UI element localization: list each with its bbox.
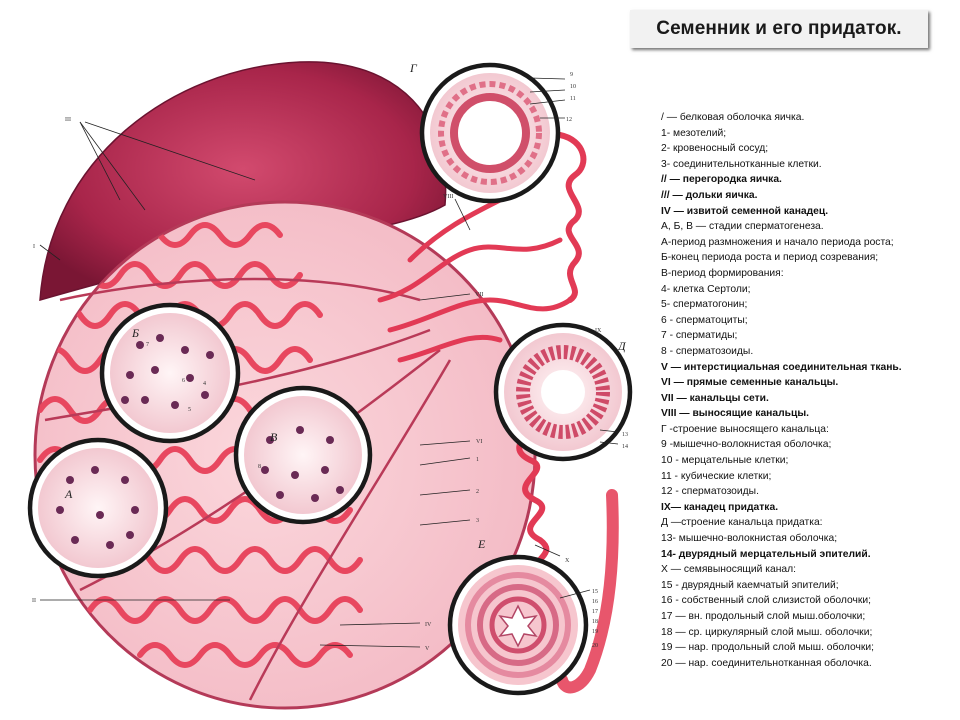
legend-item: 17 — вн. продольный слой мыш.оболочки; bbox=[661, 611, 866, 622]
legend-item: 1- мезотелий; bbox=[661, 127, 727, 139]
label-3: 3 bbox=[476, 518, 479, 524]
legend-item: /// — дольки яичка. bbox=[661, 189, 758, 201]
legend-item: 18 — ср. циркулярный слой мыш. оболочки; bbox=[661, 626, 873, 638]
vas-deferens bbox=[556, 489, 619, 694]
circle-a-reproduction bbox=[27, 437, 169, 579]
circle-g-efferent-duct bbox=[419, 62, 561, 204]
legend-item: // — перегородка яичка. bbox=[661, 174, 782, 186]
label-5: 5 bbox=[188, 407, 191, 413]
label-10: 10 bbox=[570, 84, 576, 90]
label-8: 8 bbox=[258, 464, 261, 470]
label-4: 4 bbox=[203, 381, 206, 387]
legend-item: VIII — выносящие канальцы. bbox=[661, 408, 809, 420]
legend-item: 15 - двурядный каемчатый эпителий; bbox=[661, 579, 839, 591]
label-iii: III bbox=[65, 117, 71, 123]
label-6: 6 bbox=[182, 378, 185, 384]
legend-item: VII — канальцы сети. bbox=[661, 392, 769, 404]
legend-item: 10 - мерцательные клетки; bbox=[661, 455, 789, 467]
efferent-duct bbox=[557, 132, 587, 303]
legend-item: 19 — нар. продольный слой мыш. оболочки; bbox=[661, 642, 875, 654]
label-circle-b: Б bbox=[131, 326, 139, 340]
legend-item: 3- соединительнотканные клетки. bbox=[661, 158, 822, 170]
label-2: 2 bbox=[476, 489, 479, 495]
leader-lines bbox=[39, 77, 619, 648]
label-circle-a: А bbox=[64, 487, 73, 501]
slide-title: Семенник и его придаток. bbox=[656, 18, 902, 39]
legend-item: А, Б, В — стадии сперматогенеза. bbox=[661, 221, 824, 233]
label-9: 9 bbox=[570, 72, 573, 78]
label-viii: VIII bbox=[443, 194, 453, 200]
legend-item: 20 — нар. соединительнотканная оболочка. bbox=[661, 657, 872, 669]
legend-item: 13- мышечно-волокнистая оболочка; bbox=[661, 533, 838, 545]
label-17: 17 bbox=[592, 609, 598, 615]
circle-d-epididymis-duct bbox=[493, 322, 633, 462]
legend-item: В-период формирования: bbox=[661, 267, 784, 279]
legend-item: IV — извитой семенной канадец. bbox=[661, 205, 829, 217]
title-box: Семенник и его придаток. bbox=[630, 10, 928, 48]
label-ix: IX bbox=[595, 328, 602, 334]
label-iv: IV bbox=[425, 622, 432, 628]
legend-item: А-период размножения и начало периода ро… bbox=[661, 236, 894, 248]
label-vi: VI bbox=[476, 439, 482, 445]
label-vii: VII bbox=[475, 292, 483, 298]
legend-item: 8 - сперматозоиды. bbox=[661, 345, 754, 357]
label-ii: II bbox=[32, 598, 36, 604]
label-15: 15 bbox=[592, 589, 598, 595]
label-16: 16 bbox=[592, 599, 598, 605]
label-circle-v: В bbox=[270, 430, 278, 444]
legend-item: 4- клетка Сертоли; bbox=[661, 283, 751, 295]
label-x: Х bbox=[565, 558, 570, 564]
legend-item: 6 - сперматоциты; bbox=[661, 314, 748, 326]
label-18: 18 bbox=[592, 619, 598, 625]
label-13: 13 bbox=[622, 432, 628, 438]
label-14: 14 bbox=[622, 444, 628, 450]
legend-item: 2- кровеносный сосуд; bbox=[661, 143, 769, 155]
circle-b-maturation bbox=[99, 302, 241, 444]
legend-item: 7 - сперматиды; bbox=[661, 330, 738, 342]
label-circle-e: Е bbox=[477, 537, 486, 551]
label-i: I bbox=[33, 244, 35, 250]
label-11: 11 bbox=[570, 96, 576, 102]
legend-item: 12 - сперматозоиды. bbox=[661, 486, 759, 498]
legend-item: 9 -мышечно-волокнистая оболочка; bbox=[661, 439, 832, 451]
label-circle-d: Д bbox=[617, 339, 627, 353]
circle-e-vas-deferens bbox=[447, 554, 589, 696]
label-circle-g: Г bbox=[409, 61, 418, 75]
legend-item: 14- двурядный мерцательный эпителий. bbox=[661, 548, 871, 560]
legend-item: Х — семявыносящий канал: bbox=[661, 564, 797, 576]
legend-item: / — белковая оболочка яичка. bbox=[661, 112, 805, 123]
label-1: 1 bbox=[476, 457, 479, 463]
legend-item: Г -строение выносящего канальца: bbox=[661, 423, 829, 435]
legend-item: Б-конец периода роста и период созревани… bbox=[661, 252, 879, 264]
legend-item: Д —строение канальца придатка: bbox=[661, 517, 823, 529]
legend-item: 16 - собственный слой слизистой оболочки… bbox=[661, 595, 872, 607]
legend-item: 5- сперматогонин; bbox=[661, 299, 748, 311]
legend-item: IX— канадец придатка. bbox=[661, 501, 779, 513]
label-7: 7 bbox=[146, 342, 149, 348]
label-v: V bbox=[425, 646, 430, 652]
legend-item: 11 - кубические клетки; bbox=[661, 470, 772, 482]
label-12: 12 bbox=[566, 117, 572, 123]
legend: / — белковая оболочка яичка. 1- мезотелий… bbox=[661, 110, 953, 671]
label-20: 20 bbox=[592, 643, 598, 649]
circle-v-formation bbox=[233, 385, 373, 525]
rete-testis bbox=[377, 197, 573, 363]
legend-item: V — интерстициальная соединительная ткан… bbox=[661, 361, 902, 373]
label-19: 19 bbox=[592, 629, 598, 635]
legend-item: VI — прямые семенные канальцы. bbox=[661, 377, 839, 389]
